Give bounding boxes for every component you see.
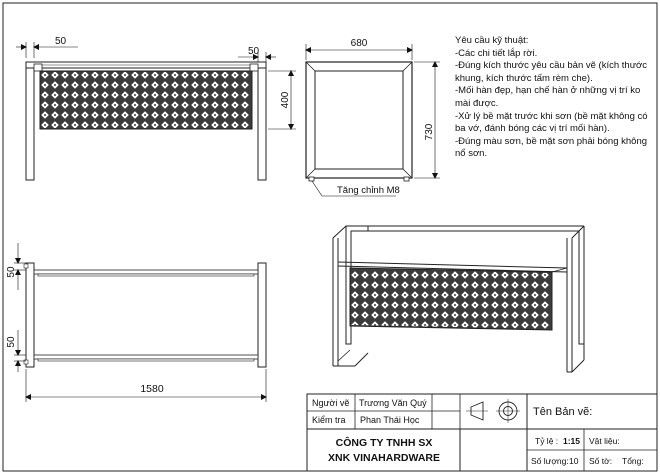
dim-overall-length-label: 1580 (140, 383, 164, 395)
dim-plan-bottom-label: 50 (6, 336, 17, 348)
dim-plan-top-label: 50 (6, 266, 17, 278)
dim-side-left-label: 50 (55, 36, 67, 47)
total-label: Tổng: (622, 456, 644, 466)
technical-requirements: Yêu cầu kỹ thuật: -Các chi tiết lắp rời.… (455, 35, 655, 161)
scale-value: 1:15 (563, 436, 580, 446)
dim-side-right-label: 50 (248, 46, 260, 57)
requirement-line: -Đúng màu sơn, bề mặt sơn phải bóng khôn… (455, 135, 648, 160)
dim-panel-height-label: 400 (280, 91, 291, 108)
dim-side-left: 50 (16, 36, 78, 58)
dim-top-height-label: 730 (424, 123, 435, 140)
material-label: Vật liệu: (589, 436, 620, 446)
projection-symbol (466, 399, 520, 423)
requirement-line: -Các chi tiết lắp rời. (455, 47, 538, 59)
quantity-value: 10 (569, 456, 579, 466)
isometric-view (332, 225, 585, 373)
plan-left-leg (25, 262, 35, 368)
front-right-leg (257, 63, 267, 181)
dim-side-right: 50 (238, 46, 276, 62)
drawn-by-label: Người vẽ (312, 398, 349, 408)
company-name-line2: XNK VINAHARDWARE (328, 452, 440, 464)
front-left-leg (25, 63, 35, 181)
requirement-line: -Mối hàn đẹp, hạn chế hàn ở những vị trí… (455, 85, 641, 109)
requirement-line: -Đúng kích thước yêu cầu bản vẽ (kích th… (455, 60, 648, 84)
checked-by-value: Phan Thái Học (360, 415, 420, 425)
dim-panel-height: 400 (268, 70, 296, 130)
dim-top-width: 680 (305, 38, 413, 60)
front-view (25, 61, 267, 181)
dim-top-height: 730 (414, 61, 440, 179)
drawn-by-value: Trương Văn Quý (359, 398, 427, 408)
requirements-title: Yêu cầu kỹ thuật: (455, 35, 529, 46)
dim-plan-top: 50 (6, 243, 26, 290)
set-screw-label: Tăng chỉnh M8 (337, 185, 400, 196)
plan-right-leg (257, 262, 267, 368)
top-inner-frame (314, 70, 404, 170)
dim-top-width-label: 680 (351, 38, 368, 49)
plan-view (23, 262, 267, 368)
quantity-label: Số lượng: (531, 456, 569, 466)
checked-by-label: Kiểm tra (312, 415, 346, 425)
set-screw-callout: Tăng chỉnh M8 (311, 180, 400, 197)
dim-plan-bottom: 50 (6, 330, 26, 372)
scale-label: Tỷ lệ : (535, 436, 558, 446)
sheet-label: Số tờ: (589, 456, 612, 466)
top-view (305, 61, 413, 182)
dim-overall-length: 1580 (25, 369, 267, 402)
drawing-name-label: Tên Bản vẽ: (533, 406, 592, 418)
title-block: Người vẽ Trương Văn Quý Kiểm tra Phan Th… (306, 393, 658, 472)
requirement-line: -Xử lý bề mặt trước khi sơn (bề mặt khôn… (455, 110, 648, 135)
company-name-line1: CÔNG TY TNHH SX (336, 436, 433, 449)
